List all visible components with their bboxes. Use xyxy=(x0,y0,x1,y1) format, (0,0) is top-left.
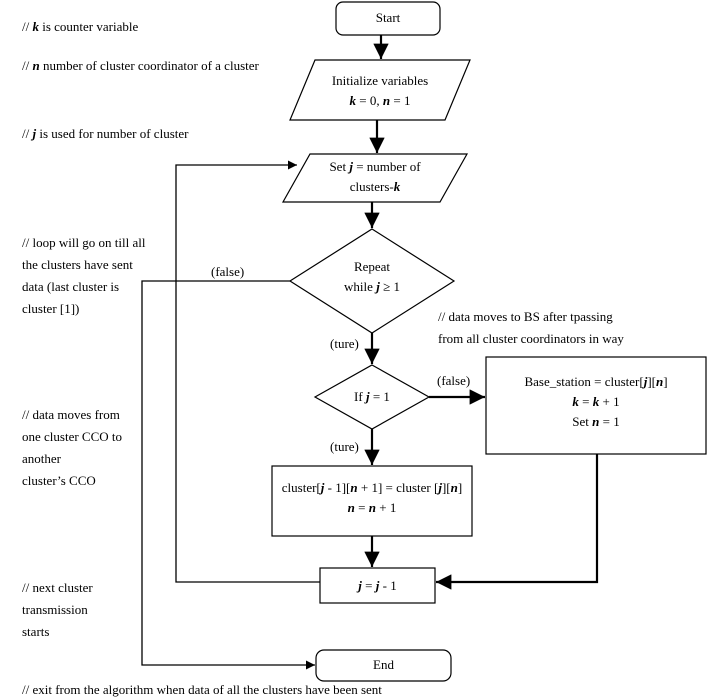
edge-label-false-repeat: (false) xyxy=(211,264,245,279)
edge-label-true-if: (ture) xyxy=(330,439,359,454)
start-label: Start xyxy=(375,10,401,25)
edge-label-true-repeat: (ture) xyxy=(330,336,359,351)
init-parallelogram xyxy=(289,59,471,121)
init-label: Initialize variables k = 0, n = 1 xyxy=(331,73,429,108)
arrow-loop-back xyxy=(175,160,320,583)
comment-bs-note: // data moves to BS after tpassing from … xyxy=(438,309,624,346)
comment-loop-note: // loop will go on till all the clusters… xyxy=(22,235,146,316)
comment-next-note: // next cluster transmission starts xyxy=(22,580,93,639)
arrow-basestation-decrement xyxy=(436,454,599,590)
comment-cco-note: // data moves from one cluster CCO to an… xyxy=(22,407,123,488)
decrement-box xyxy=(319,567,436,604)
setj-parallelogram xyxy=(281,153,469,203)
arrow-false-end xyxy=(141,280,315,670)
repeat-label: Repeat while j ≥ 1 xyxy=(344,259,400,294)
comment-j-clusters: // j is used for number of cluster xyxy=(22,126,189,141)
end-label: End xyxy=(373,657,394,672)
decrement-label: j = j - 1 xyxy=(358,578,397,593)
edge-label-false-if: (false) xyxy=(437,373,471,388)
start-terminal xyxy=(335,1,441,36)
setj-label: Set j = number of clusters-k xyxy=(329,159,421,194)
comment-exit-note: // exit from the algorithm when data of … xyxy=(22,682,382,697)
comment-n-coordinator: // n number of cluster coordinator of a … xyxy=(22,58,259,73)
comment-k-counter: // k is counter variable xyxy=(22,19,139,34)
if-label: If j = 1 xyxy=(354,389,390,404)
base-station-box xyxy=(485,356,707,455)
end-terminal xyxy=(315,649,452,682)
cluster-update-label: cluster[j - 1][n + 1] = cluster [j][n] n… xyxy=(281,480,463,515)
cluster-update-box xyxy=(271,465,473,537)
base-station-label: Base_station = cluster[j][n] k = k + 1 S… xyxy=(524,374,668,429)
